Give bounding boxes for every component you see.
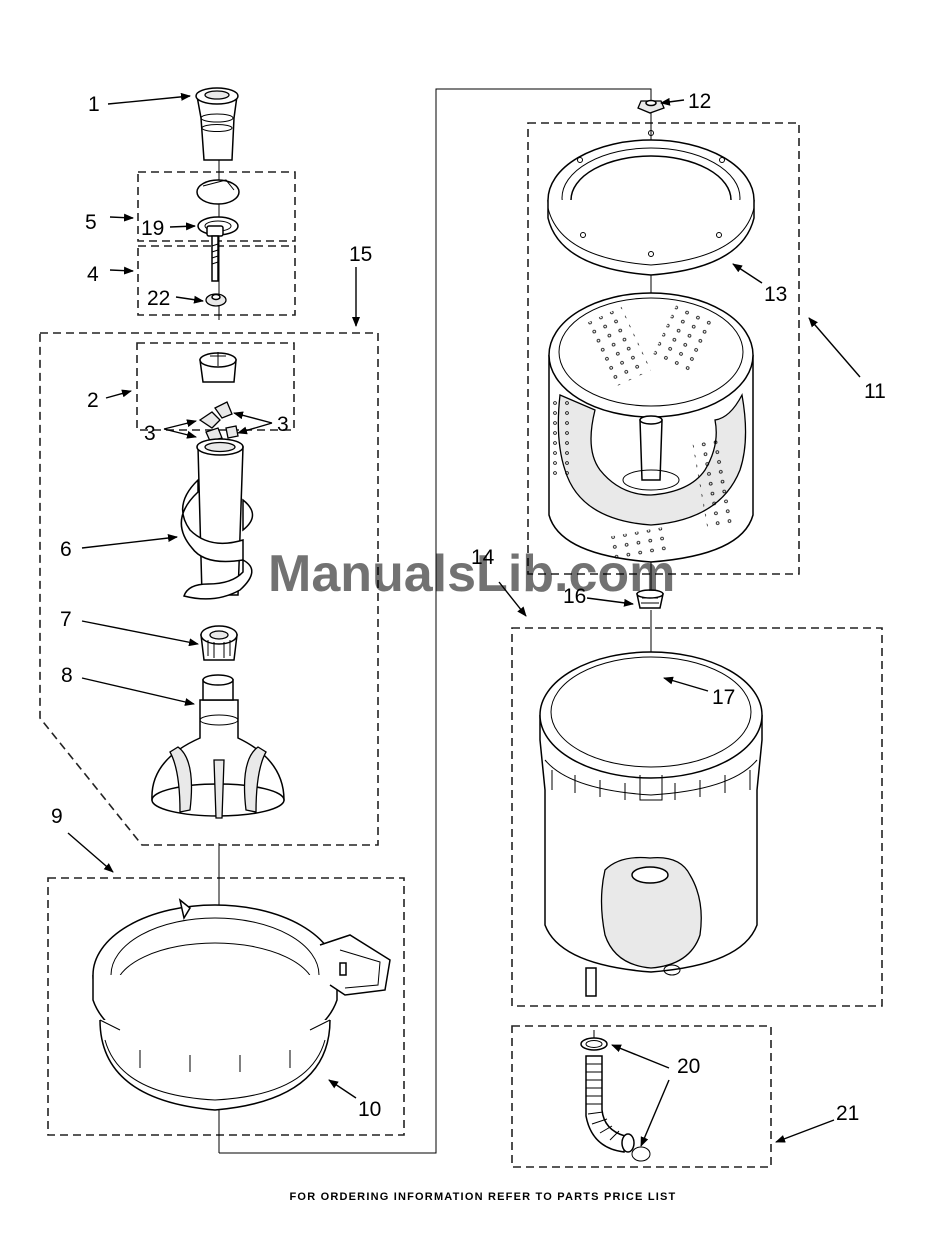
callout-4: 4	[87, 263, 99, 286]
callout-10: 10	[358, 1098, 381, 1121]
watermark: ManualsLib.com	[268, 545, 675, 603]
part-2-cam	[200, 352, 238, 441]
callout-9: 9	[51, 805, 63, 828]
callout-13: 13	[764, 283, 787, 306]
part-12-nut	[638, 101, 664, 114]
part-9-tub-ring	[93, 900, 390, 1110]
callout-2: 2	[87, 389, 99, 412]
part-1-dispenser-cap	[196, 88, 238, 160]
callout-8: 8	[61, 664, 73, 687]
callout-3-left: 3	[144, 422, 156, 445]
callout-6: 6	[60, 538, 72, 561]
callout-7: 7	[60, 608, 72, 631]
callout-15: 15	[349, 243, 372, 266]
callout-17: 17	[712, 686, 735, 709]
callout-20: 20	[677, 1055, 700, 1078]
callout-21: 21	[836, 1102, 859, 1125]
part-13-balance-ring	[548, 131, 754, 276]
callout-11: 11	[864, 380, 886, 403]
callout-3-right: 3	[277, 413, 289, 436]
callout-19: 19	[141, 217, 164, 240]
callout-1: 1	[88, 93, 100, 116]
part-11-basket	[549, 293, 753, 564]
callout-12: 12	[688, 90, 711, 113]
callout-22: 22	[147, 287, 170, 310]
footer-note: FOR ORDERING INFORMATION REFER TO PARTS …	[290, 1191, 677, 1203]
part-4-bolt	[206, 226, 226, 306]
part-6-auger	[181, 439, 252, 599]
callout-5: 5	[85, 211, 97, 234]
part-8-agitator-base	[152, 675, 284, 818]
part-7-coupling	[201, 626, 237, 660]
